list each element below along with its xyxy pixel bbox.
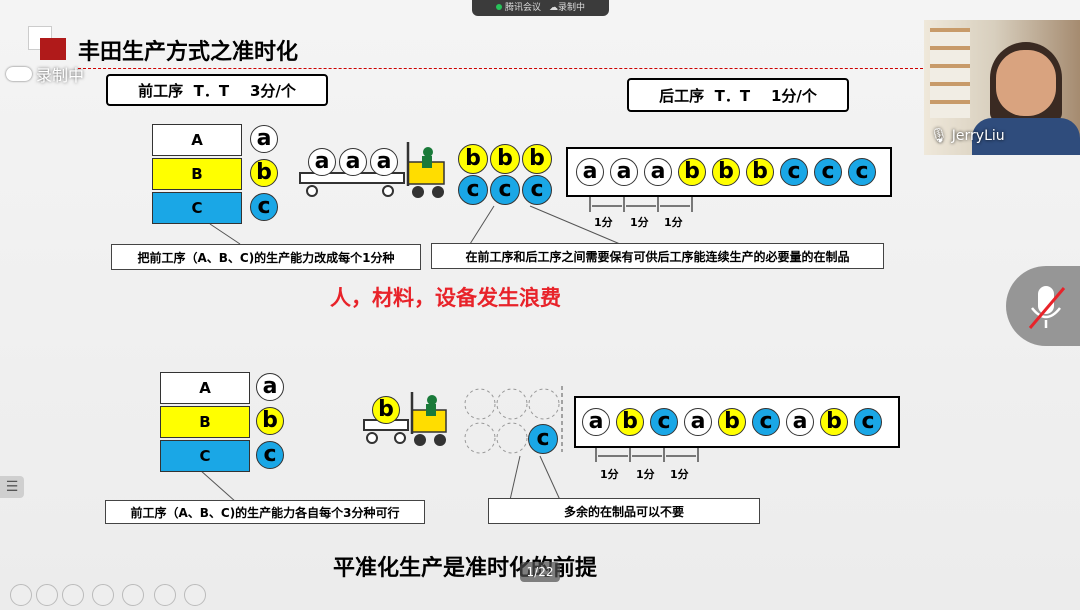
process-a: A (152, 124, 242, 156)
cloud-icon: ☁ (549, 3, 558, 13)
interval-label-3: 1分 (664, 216, 683, 229)
recording-label: 录制中 (36, 66, 85, 85)
participant-name-tag: 🎙 JerryLiu (930, 128, 1005, 144)
part-c-bottom: c (256, 441, 284, 469)
remaining-wip-c: c (528, 424, 558, 454)
meeting-topbar[interactable]: 腾讯会议 ☁录制中 (472, 0, 609, 16)
downstream-tt-label: 后工序 T．T 1分/个 (627, 78, 849, 112)
seq-top-3: a (644, 158, 672, 186)
cart-part-2: a (339, 148, 367, 176)
note-wip-requirement: 在前工序和后工序之间需要保有可供后工序能连续生产的必要量的在制品 (431, 243, 884, 269)
seq-top-5: b (712, 158, 740, 186)
part-a: a (250, 125, 278, 153)
process-c-bottom: C (160, 440, 250, 472)
seq-top-8: c (814, 158, 842, 186)
toolbar-grid-icon[interactable] (92, 584, 114, 606)
toolbar-pen-icon[interactable] (62, 584, 84, 606)
interval-label-2: 1分 (630, 216, 649, 229)
seq-bottom-4: a (684, 408, 712, 436)
toolbar-zoom-in-icon[interactable] (154, 584, 176, 606)
process-c: C (152, 192, 242, 224)
list-icon: ☰ (5, 479, 19, 495)
toolbar-zoom-out-icon[interactable] (122, 584, 144, 606)
interval-label-bottom-3: 1分 (670, 468, 689, 481)
wip-b-1: b (458, 144, 488, 174)
wip-b-3: b (522, 144, 552, 174)
cart-part-bottom: b (372, 396, 400, 424)
waste-statement: 人，材料，设备发生浪费 (330, 286, 561, 310)
background-shelf (930, 28, 970, 118)
participant-name: JerryLiu (951, 128, 1005, 144)
seq-bottom-8: b (820, 408, 848, 436)
process-b-bottom: B (160, 406, 250, 438)
process-a-bottom: A (160, 372, 250, 404)
seq-bottom-6: c (752, 408, 780, 436)
meeting-app-label: 腾讯会议 (504, 3, 541, 13)
forklift-icon (299, 142, 445, 198)
seq-bottom-3: c (650, 408, 678, 436)
interval-label-bottom-2: 1分 (636, 468, 655, 481)
note-capacity-ok: 前工序（A、B、C)的生产能力各自每个3分种可行 (105, 500, 425, 524)
removed-wip-placeholders (464, 388, 560, 454)
logo-red-block (40, 38, 66, 60)
process-b: B (152, 158, 242, 190)
interval-markers-bottom (595, 446, 699, 462)
seq-top-2: a (610, 158, 638, 186)
seq-bottom-5: b (718, 408, 746, 436)
seq-top-4: b (678, 158, 706, 186)
participant-face (996, 50, 1056, 116)
participant-shirt (972, 118, 1080, 155)
status-dot-icon (495, 4, 502, 10)
note-no-extra-wip: 多余的在制品可以不要 (488, 498, 760, 524)
seq-bottom-9: c (854, 408, 882, 436)
interval-label-bottom-1: 1分 (600, 468, 619, 481)
participant-video[interactable]: 🎙 JerryLiu (924, 20, 1080, 155)
note-upstream-capacity: 把前工序（A、B、C)的生产能力改成每个1分种 (111, 244, 421, 270)
mic-icon: 🎙 (930, 128, 948, 144)
cloud-recording-icon (6, 67, 32, 81)
page-indicator: 1/22 (520, 562, 560, 582)
seq-top-6: b (746, 158, 774, 186)
toolbar-forward-icon[interactable] (36, 584, 58, 606)
part-c: c (250, 193, 278, 221)
mic-muted-icon (1028, 286, 1066, 329)
slide-title: 丰田生产方式之准时化 (78, 40, 299, 65)
seq-top-9: c (848, 158, 876, 186)
title-divider (78, 68, 923, 69)
forklift-small-icon (363, 392, 447, 446)
seq-bottom-7: a (786, 408, 814, 436)
cart-part-1: a (308, 148, 336, 176)
wip-c-2: c (490, 175, 520, 205)
toolbar-fit-icon[interactable] (184, 584, 206, 606)
seq-top-7: c (780, 158, 808, 186)
seq-top-1: a (576, 158, 604, 186)
seq-bottom-2: b (616, 408, 644, 436)
recording-indicator: 录制中 (6, 62, 84, 86)
seq-bottom-1: a (582, 408, 610, 436)
toolbar-back-icon[interactable] (10, 584, 32, 606)
wip-c-1: c (458, 175, 488, 205)
part-b-bottom: b (256, 407, 284, 435)
part-a-bottom: a (256, 373, 284, 401)
interval-label-1: 1分 (594, 216, 613, 229)
interval-markers-top (589, 196, 693, 212)
recording-status: 录制中 (558, 3, 586, 13)
side-menu-toggle[interactable]: ☰ (0, 476, 24, 498)
cart-part-3: a (370, 148, 398, 176)
upstream-tt-label: 前工序 T．T 3分/个 (106, 74, 328, 106)
mute-microphone-button[interactable] (1006, 266, 1080, 346)
wip-b-2: b (490, 144, 520, 174)
wip-c-3: c (522, 175, 552, 205)
part-b: b (250, 159, 278, 187)
